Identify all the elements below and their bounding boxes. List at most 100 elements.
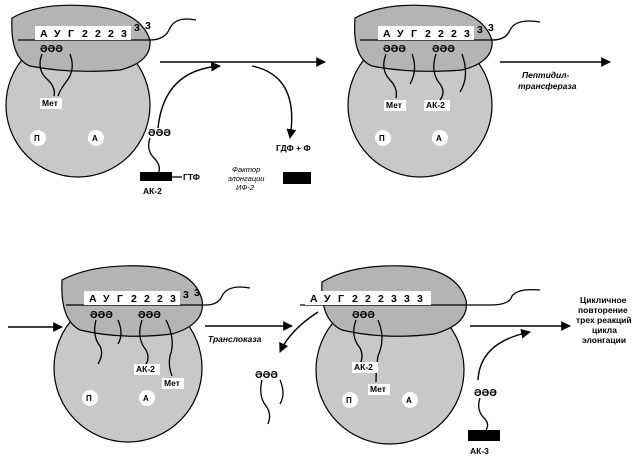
anticodon: ƏƏƏ [138,309,161,321]
gtp-label: ГТФ [183,172,200,182]
panel-aminoacyl-binding: А У Г 2 2 2 3 3 3 ƏƏƏ Мет ƏƏƏ АК-2 П А [347,4,541,178]
trna-stem [148,137,160,175]
mrna-codons: А У Г 2 2 2 3 3 3 [305,291,431,305]
mrna-strand [66,286,251,306]
ak2-label: АК-2 [426,100,445,110]
codon: 2 [157,293,163,305]
codon: А [310,293,318,305]
mrna-codons: А У Г 2 2 2 3 3 3 [84,287,200,305]
mrna-strand [360,20,541,41]
cyclic-label: повторение [578,305,628,315]
trna-stem [57,53,73,97]
codon: 3 [145,20,151,32]
codon: 2 [95,28,101,40]
p-site-label: П [34,134,40,143]
p-site [342,392,358,408]
p-site-label: П [379,134,385,143]
codon: 3 [417,293,423,305]
gdp-label: ГДФ + Ф [276,143,311,153]
ef-factor-block [140,172,172,181]
codon: У [103,293,110,305]
a-site [432,130,448,146]
elongation-factor: Фактор элонгации ИФ-2 [228,165,311,192]
binding-arrow [157,61,221,129]
codon: Г [117,293,123,305]
ef-factor-block [468,430,500,441]
trna-stem [117,319,122,345]
codon: 3 [183,289,189,301]
panel-peptidyl-transfer: А У Г 2 2 2 3 3 3 ƏƏƏ ƏƏƏ АК-2 Мет П А [53,265,251,443]
trna-stem [279,379,284,405]
mrna-codons: А У Г 2 2 2 3 3 3 [35,20,151,40]
p-site [82,390,98,406]
codon: А [89,293,97,305]
a-site [88,130,104,146]
anticodon: ƏƏƏ [383,43,406,55]
trna-stem [94,319,103,365]
codon: 2 [451,28,457,40]
p-site [30,130,46,146]
trna-peptidyl: ƏƏƏ АК-2 Мет [134,309,184,389]
cyclic-label: элонгации [582,335,626,345]
anticodon: ƏƏƏ [352,309,375,321]
met-label: Мет [42,98,58,108]
released-trna: ƏƏƏ [255,311,319,425]
cyclic-label: трех реакций [576,315,632,325]
codon: 2 [144,293,150,305]
translocase-label: Транслоказа [208,334,262,344]
trna-stem [139,319,149,365]
incoming-trna-ak3: ƏƏƏ АК-3 [468,387,500,456]
p-site-label: П [86,394,92,403]
mrna-strand [300,288,541,306]
p-site-label: П [346,396,352,405]
codon: У [324,293,331,305]
codon: 3 [477,24,483,36]
anticodon: ƏƏƏ [474,387,497,399]
release-arrow [279,311,319,353]
codon: 2 [82,28,88,40]
trna-met: ƏƏƏ Мет [383,43,416,111]
binding-arrow [477,328,531,381]
cyclic-repeat-label: Цикличное повторение трех реакций цикла … [576,295,632,345]
trna-stem [383,53,398,99]
trna-stem [39,53,56,97]
met-label: Мет [164,378,180,388]
codon: Г [411,28,417,40]
trna-stem [459,53,467,93]
ak2-label: АК-2 [354,362,373,372]
codon: 3 [404,293,410,305]
met-label: Мет [386,100,402,110]
codon: А [383,28,391,40]
codon: У [397,28,404,40]
a-site-label: А [143,394,149,403]
anticodon: ƏƏƏ [90,309,113,321]
cyclic-label: Цикличное [580,295,627,305]
panel-translocation: А У Г 2 2 2 3 3 3 ƏƏƏ АК-2 Мет П А [300,265,541,445]
cyclic-label: цикла [592,325,617,335]
incoming-trna-ak2: ƏƏƏ ГТФ АК-2 [140,127,200,196]
codon: Г [338,293,344,305]
a-site [402,392,418,408]
codon: 2 [365,293,371,305]
codon: 3 [194,287,200,299]
release-arrow [251,65,297,139]
codon: 3 [391,293,397,305]
codon: 2 [425,28,431,40]
a-site-label: А [406,396,412,405]
factor-label: ИФ-2 [236,183,255,192]
peptidyl-label: Пептидил- [522,70,570,80]
codon: 2 [378,293,384,305]
p-site [375,130,391,146]
trna-stem [375,319,383,383]
codon: 3 [170,293,176,305]
codon: У [54,28,61,40]
ak2-label: АК-2 [143,186,162,196]
ak3-label: АК-3 [470,446,489,456]
trna-peptidyl: ƏƏƏ АК-2 Мет [352,309,390,395]
codon: Г [68,28,74,40]
trna-stem [260,379,271,425]
anticodon: ƏƏƏ [255,369,278,381]
trna-stem [433,53,444,101]
